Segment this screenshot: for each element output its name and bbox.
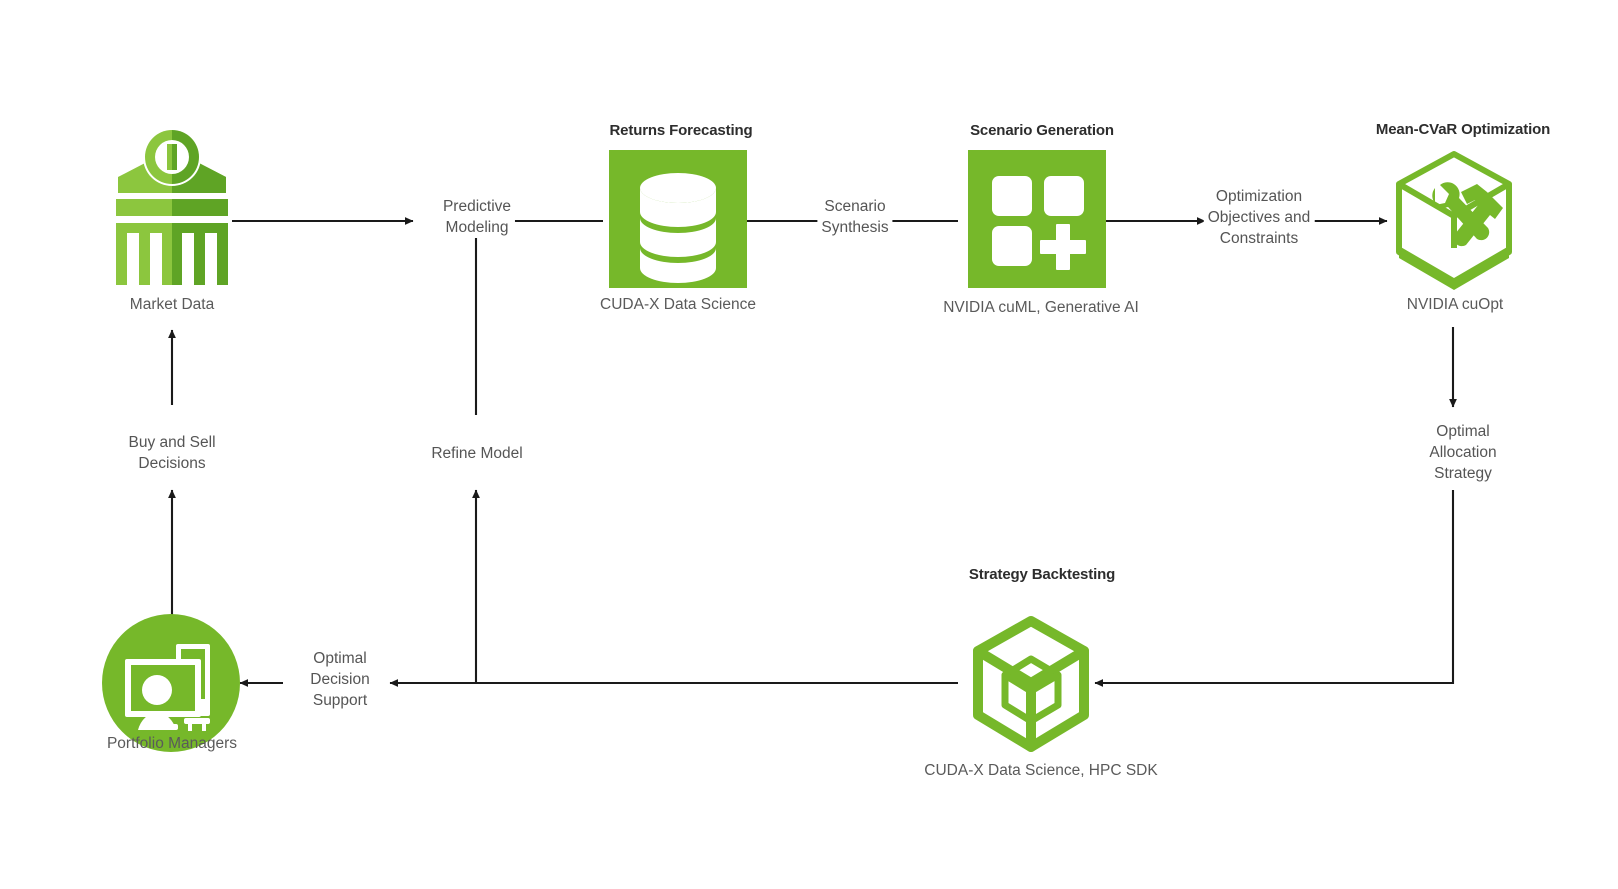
buy-and-sell-line1: Buy and Sell bbox=[128, 434, 216, 451]
optimization-constraints-line2: Objectives and bbox=[1207, 209, 1311, 226]
edge-allocation-to-backtesting bbox=[1094, 490, 1455, 687]
market-data-icon bbox=[108, 125, 236, 285]
optimal-decision-line1: Optimal bbox=[313, 650, 367, 667]
optimization-constraints-line1: Optimization bbox=[1215, 188, 1303, 205]
returns-forecasting-icon-box bbox=[609, 150, 747, 288]
optimal-decision-line2: Decision bbox=[310, 671, 370, 688]
edge-label-refine-model: Refine Model bbox=[427, 443, 527, 464]
predictive-modeling-line2: Modeling bbox=[445, 219, 509, 236]
edge-label-optimal-decision-support: Optimal Decision Support bbox=[306, 648, 374, 711]
optimal-decision-line3: Support bbox=[312, 692, 368, 709]
mean-cvar-title: Mean-CVaR Optimization bbox=[1375, 121, 1551, 138]
scenario-synthesis-line2: Synthesis bbox=[821, 219, 889, 236]
cube-tools-icon bbox=[1396, 151, 1512, 290]
strategy-backtesting-icon bbox=[968, 613, 1094, 755]
optimal-allocation-line2: Allocation bbox=[1429, 444, 1497, 461]
mean-cvar-icon bbox=[1391, 148, 1517, 294]
scenario-generation-icon-box bbox=[968, 150, 1106, 288]
predictive-modeling-line1: Predictive bbox=[442, 198, 512, 215]
grid-plus-icon bbox=[992, 176, 1086, 270]
edge-label-buy-and-sell-decisions: Buy and Sell Decisions bbox=[124, 432, 220, 474]
bank-building-icon bbox=[116, 128, 228, 285]
database-icon bbox=[640, 173, 716, 283]
edge-label-optimization-constraints: Optimization Objectives and Constraints bbox=[1203, 186, 1315, 249]
cube-outline-icon bbox=[973, 616, 1089, 752]
buy-and-sell-line2: Decisions bbox=[138, 455, 206, 472]
edge-label-scenario-synthesis: Scenario Synthesis bbox=[817, 196, 893, 238]
returns-forecasting-title: Returns Forecasting bbox=[609, 122, 753, 139]
market-data-caption: Market Data bbox=[129, 296, 215, 313]
returns-forecasting-caption: CUDA-X Data Science bbox=[600, 296, 756, 313]
strategy-backtesting-title: Strategy Backtesting bbox=[968, 566, 1116, 583]
mean-cvar-caption: NVIDIA cuOpt bbox=[1406, 296, 1504, 313]
portfolio-managers-icon-circle bbox=[102, 614, 240, 752]
edge-label-optimal-allocation-strategy: Optimal Allocation Strategy bbox=[1425, 421, 1501, 484]
optimal-allocation-line3: Strategy bbox=[1434, 465, 1492, 482]
scenario-generation-caption: NVIDIA cuML, Generative AI bbox=[943, 299, 1139, 316]
portfolio-managers-caption: Portfolio Managers bbox=[106, 735, 238, 752]
scenario-synthesis-line1: Scenario bbox=[824, 198, 886, 215]
strategy-backtesting-caption: CUDA-X Data Science, HPC SDK bbox=[924, 762, 1158, 779]
refine-model-line1: Refine Model bbox=[431, 445, 523, 462]
edge-label-predictive-modeling: Predictive Modeling bbox=[438, 196, 516, 238]
person-monitor-icon bbox=[125, 644, 210, 731]
optimal-allocation-line1: Optimal bbox=[1436, 423, 1490, 440]
optimization-constraints-line3: Constraints bbox=[1219, 230, 1299, 247]
scenario-generation-title: Scenario Generation bbox=[970, 122, 1114, 139]
